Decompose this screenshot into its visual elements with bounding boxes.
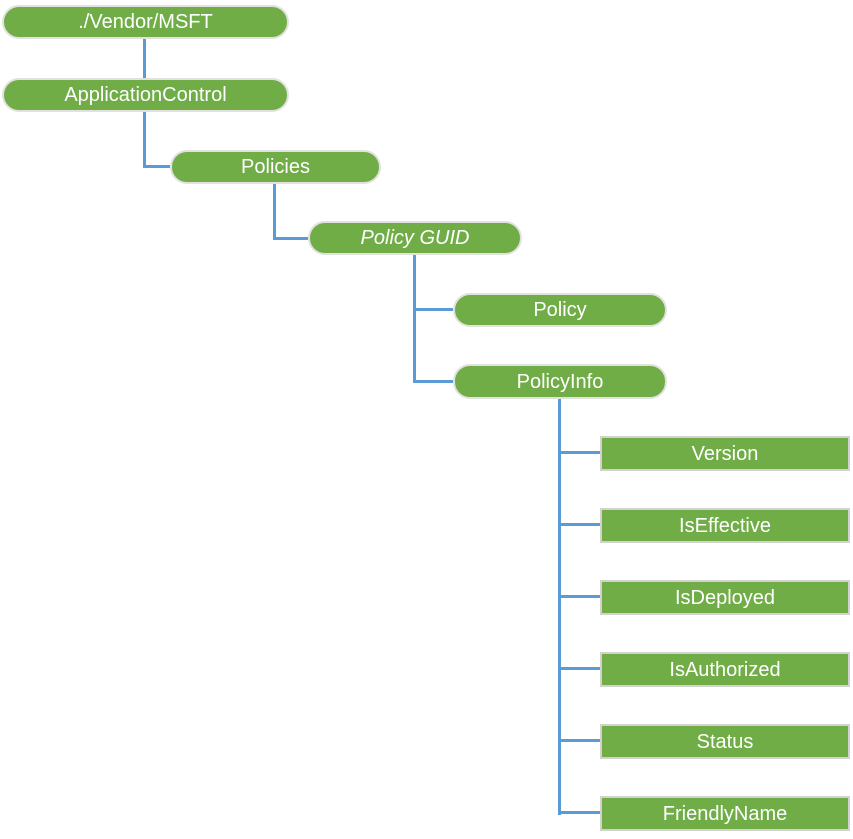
connector-applicationcontrol-to-policies-vertical xyxy=(143,112,146,168)
node-policy-guid: Policy GUID xyxy=(308,221,522,255)
connector-policyguid-trunk xyxy=(413,255,416,383)
connector-applicationcontrol-to-policies-horizontal xyxy=(143,165,170,168)
connector-policyguid-to-policyinfo xyxy=(413,380,453,383)
node-version: Version xyxy=(600,436,850,471)
connector-policyinfo-to-isauthorized xyxy=(558,667,600,670)
connector-policyinfo-to-isdeployed xyxy=(558,595,600,598)
node-policies: Policies xyxy=(170,150,381,184)
node-application-control: ApplicationControl xyxy=(2,78,289,112)
node-policy: Policy xyxy=(453,293,667,327)
node-vendor-msft: ./Vendor/MSFT xyxy=(2,5,289,39)
connector-policyguid-to-policy xyxy=(413,308,453,311)
node-friendly-name: FriendlyName xyxy=(600,796,850,831)
connector-policyinfo-to-iseffective xyxy=(558,523,600,526)
node-status: Status xyxy=(600,724,850,759)
node-is-effective: IsEffective xyxy=(600,508,850,543)
connector-policyinfo-to-version xyxy=(558,451,600,454)
connector-policies-to-policyguid-vertical xyxy=(273,184,276,240)
node-policy-info: PolicyInfo xyxy=(453,364,667,399)
connector-vendor-to-applicationcontrol xyxy=(143,39,146,78)
connector-policies-to-policyguid-horizontal xyxy=(273,237,308,240)
node-is-authorized: IsAuthorized xyxy=(600,652,850,687)
connector-policyinfo-to-friendlyname xyxy=(558,811,600,814)
connector-policyinfo-to-status xyxy=(558,739,600,742)
node-is-deployed: IsDeployed xyxy=(600,580,850,615)
connector-policyinfo-trunk xyxy=(558,399,561,815)
